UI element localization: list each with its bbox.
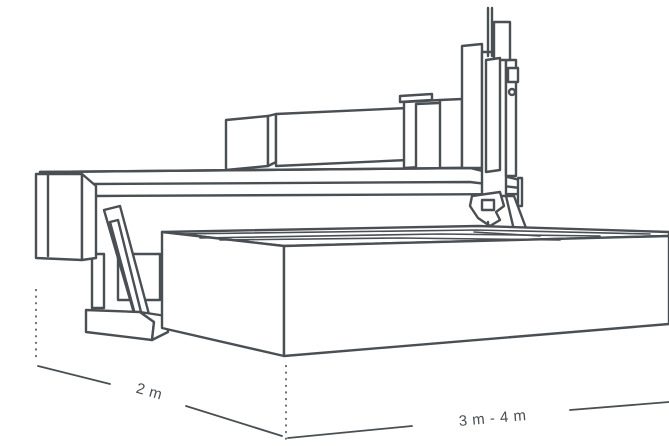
length-dimension: 3 m - 4 m [287,401,669,439]
leg-foot [84,308,170,342]
depth-label: 2 m [134,380,164,404]
length-label: 3 m - 4 m [458,407,527,430]
dimension-guides [34,288,288,442]
gantry-carriage [224,92,464,172]
gantry-end-block [34,172,98,262]
cutting-table [160,224,669,358]
z-axis-column [460,6,520,198]
cutting-head [468,176,528,232]
gantry-beam [38,166,522,198]
depth-dimension: 2 m [37,365,283,437]
